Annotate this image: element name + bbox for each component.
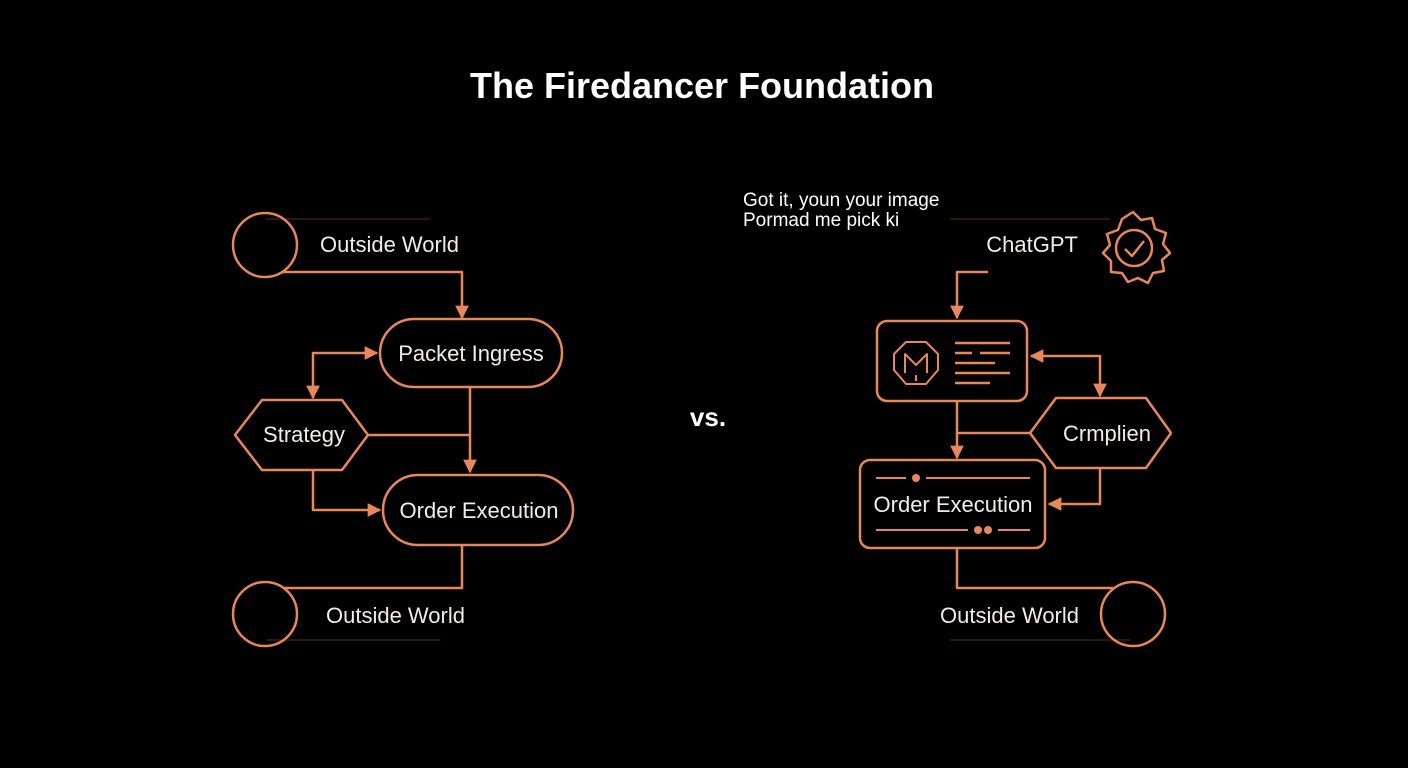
- vs-separator: vs.: [690, 402, 726, 432]
- note-line-1: Got it, youn your image: [743, 190, 939, 211]
- order-execution-node: [381, 473, 575, 547]
- left-top-node-label: Outside World: [320, 232, 459, 257]
- edge-execution-to-world-right: [955, 549, 1113, 590]
- left-bottom-node-label: Outside World: [326, 603, 465, 628]
- badge-check-icon: [1101, 210, 1172, 285]
- right-order-execution-node: [858, 458, 1047, 550]
- shield-logo-icon: [893, 341, 939, 385]
- edge-chatgpt-to-panel: [950, 270, 988, 320]
- edge-world-to-ingress: [282, 270, 469, 320]
- edge-strategy-to-execution: [311, 471, 382, 517]
- processing-panel-node: [875, 319, 1029, 403]
- compliance-label: Crmplien: [1063, 421, 1151, 446]
- edge-ingress-strategy: [306, 346, 379, 400]
- edge-execution-to-world: [283, 546, 464, 590]
- outside-world-bottom-node: [231, 580, 299, 648]
- edge-panel-compliance: [1029, 349, 1107, 398]
- right-execution-label: Order Execution: [874, 492, 1033, 517]
- right-flow-diagram: [858, 210, 1173, 648]
- packet-ingress-node: [378, 317, 564, 389]
- left-execution-label: Order Execution: [400, 498, 559, 523]
- panel-text-lines: [955, 341, 1010, 385]
- left-flow-diagram: [231, 211, 575, 648]
- compliance-node: [1028, 396, 1173, 470]
- packet-ingress-label: Packet Ingress: [398, 341, 544, 366]
- right-bottom-node-label: Outside World: [940, 603, 1079, 628]
- edge-compliance-to-execution: [1047, 469, 1102, 511]
- chatgpt-label: ChatGPT: [986, 232, 1078, 257]
- strategy-label: Strategy: [263, 422, 345, 447]
- page-title: The Firedancer Foundation: [470, 65, 934, 106]
- execution-card-dots: [912, 474, 992, 534]
- note-line-2: Pormad me pick ki: [743, 210, 899, 231]
- right-outside-world-node: [1099, 580, 1167, 648]
- outside-world-top-node: [231, 211, 299, 279]
